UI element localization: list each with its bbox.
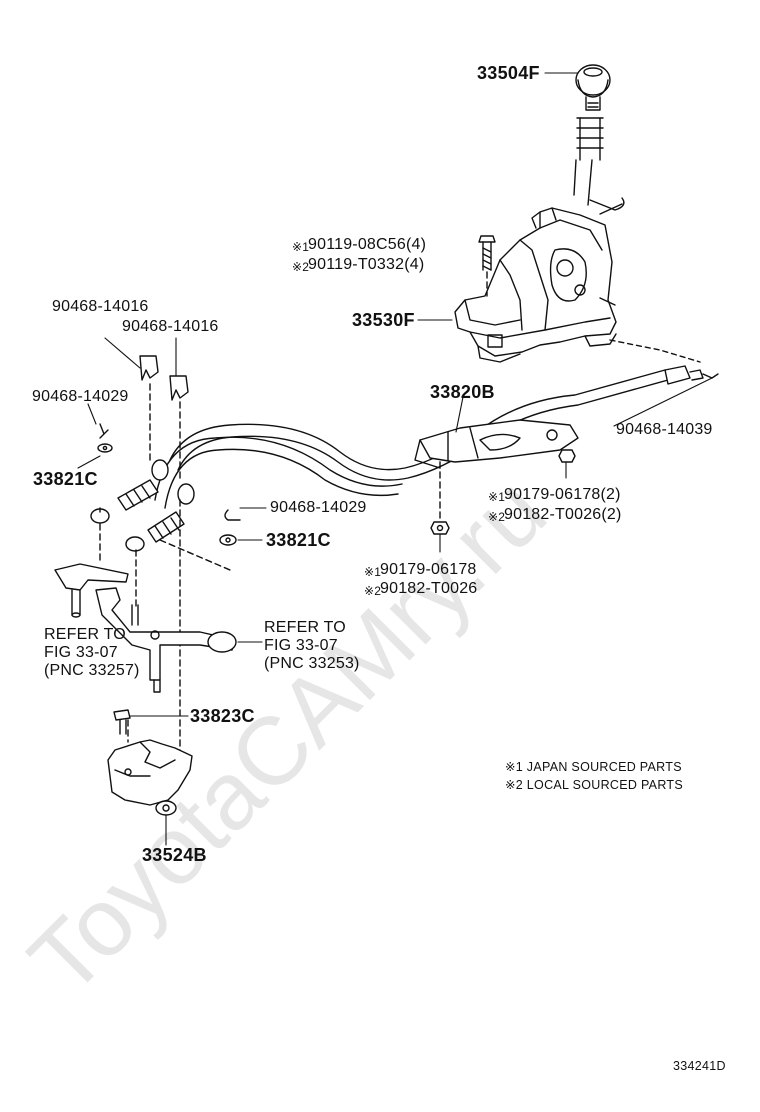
dashed-guides	[99, 499, 231, 761]
shift-lever-arm-drawing	[95, 587, 237, 693]
label-nut-1[interactable]: 90179-06178(2)	[504, 486, 621, 503]
screw-drawing	[113, 709, 131, 735]
cable-end-upper-drawing	[90, 459, 169, 524]
label-pin-left[interactable]: 90468-14029	[32, 388, 129, 405]
label-refer-right-line-1[interactable]: REFER TO	[264, 619, 346, 636]
note-local-sourced: ※2 LOCAL SOURCED PARTS	[505, 778, 683, 792]
label-bolt-2[interactable]: 90119-T0332(4)	[308, 256, 425, 273]
label-bracket[interactable]: 33524B	[142, 845, 207, 865]
label-refer-left-line-1[interactable]: REFER TO	[44, 626, 126, 643]
label-cable[interactable]: 33820B	[430, 382, 495, 402]
label-bolt-mark-2: ※2	[292, 260, 310, 274]
label-screw[interactable]: 33823C	[190, 706, 255, 726]
label-nut-b-mark-2: ※2	[364, 584, 382, 598]
shift-knob-drawing	[575, 64, 611, 111]
label-clip-right[interactable]: 90468-14039	[616, 421, 713, 438]
label-nut-mark-1: ※1	[488, 490, 506, 504]
note-japan-sourced: ※1 JAPAN SOURCED PARTS	[505, 760, 682, 774]
label-refer-right-line-3[interactable]: (PNC 33253)	[264, 655, 360, 672]
label-nut-b-mark-1: ※1	[364, 565, 382, 579]
shift-lever-rod-drawing	[573, 117, 625, 215]
label-refer-left-line-3[interactable]: (PNC 33257)	[44, 662, 140, 679]
label-shift-lever[interactable]: 33530F	[352, 310, 415, 330]
label-nut-b-2[interactable]: 90182-T0026	[380, 580, 478, 597]
label-refer-left-line-2[interactable]: FIG 33-07	[44, 644, 118, 661]
clip-drawing	[139, 355, 189, 481]
label-nut-mark-2: ※2	[488, 510, 506, 524]
bolt-drawing	[478, 235, 496, 297]
select-lever-drawing	[54, 563, 129, 618]
label-bolt-mark-1: ※1	[292, 240, 310, 254]
label-refer-right-line-2[interactable]: FIG 33-07	[264, 637, 338, 654]
label-nut-2[interactable]: 90182-T0026(2)	[504, 506, 622, 523]
label-knob[interactable]: 33504F	[477, 63, 540, 83]
figure-id: 334241D	[673, 1059, 726, 1073]
shift-lever-housing-drawing	[454, 207, 617, 363]
cable-bracket-drawing	[414, 419, 579, 521]
label-bolt-1[interactable]: 90119-08C56(4)	[308, 236, 427, 253]
label-nut-b-1[interactable]: 90179-06178	[380, 561, 477, 578]
nut-drawing	[430, 449, 576, 535]
label-washer-left[interactable]: 33821C	[33, 469, 98, 489]
label-washer-mid[interactable]: 33821C	[266, 530, 331, 550]
label-clip-b[interactable]: 90468-14016	[122, 318, 219, 335]
label-clip-a[interactable]: 90468-14016	[52, 298, 149, 315]
pin-drawing	[97, 423, 241, 546]
cable-end-lower-drawing	[125, 483, 195, 552]
cable-bracket-base-drawing	[107, 739, 193, 816]
leader-lines	[77, 72, 713, 846]
label-pin-mid[interactable]: 90468-14029	[270, 499, 367, 516]
